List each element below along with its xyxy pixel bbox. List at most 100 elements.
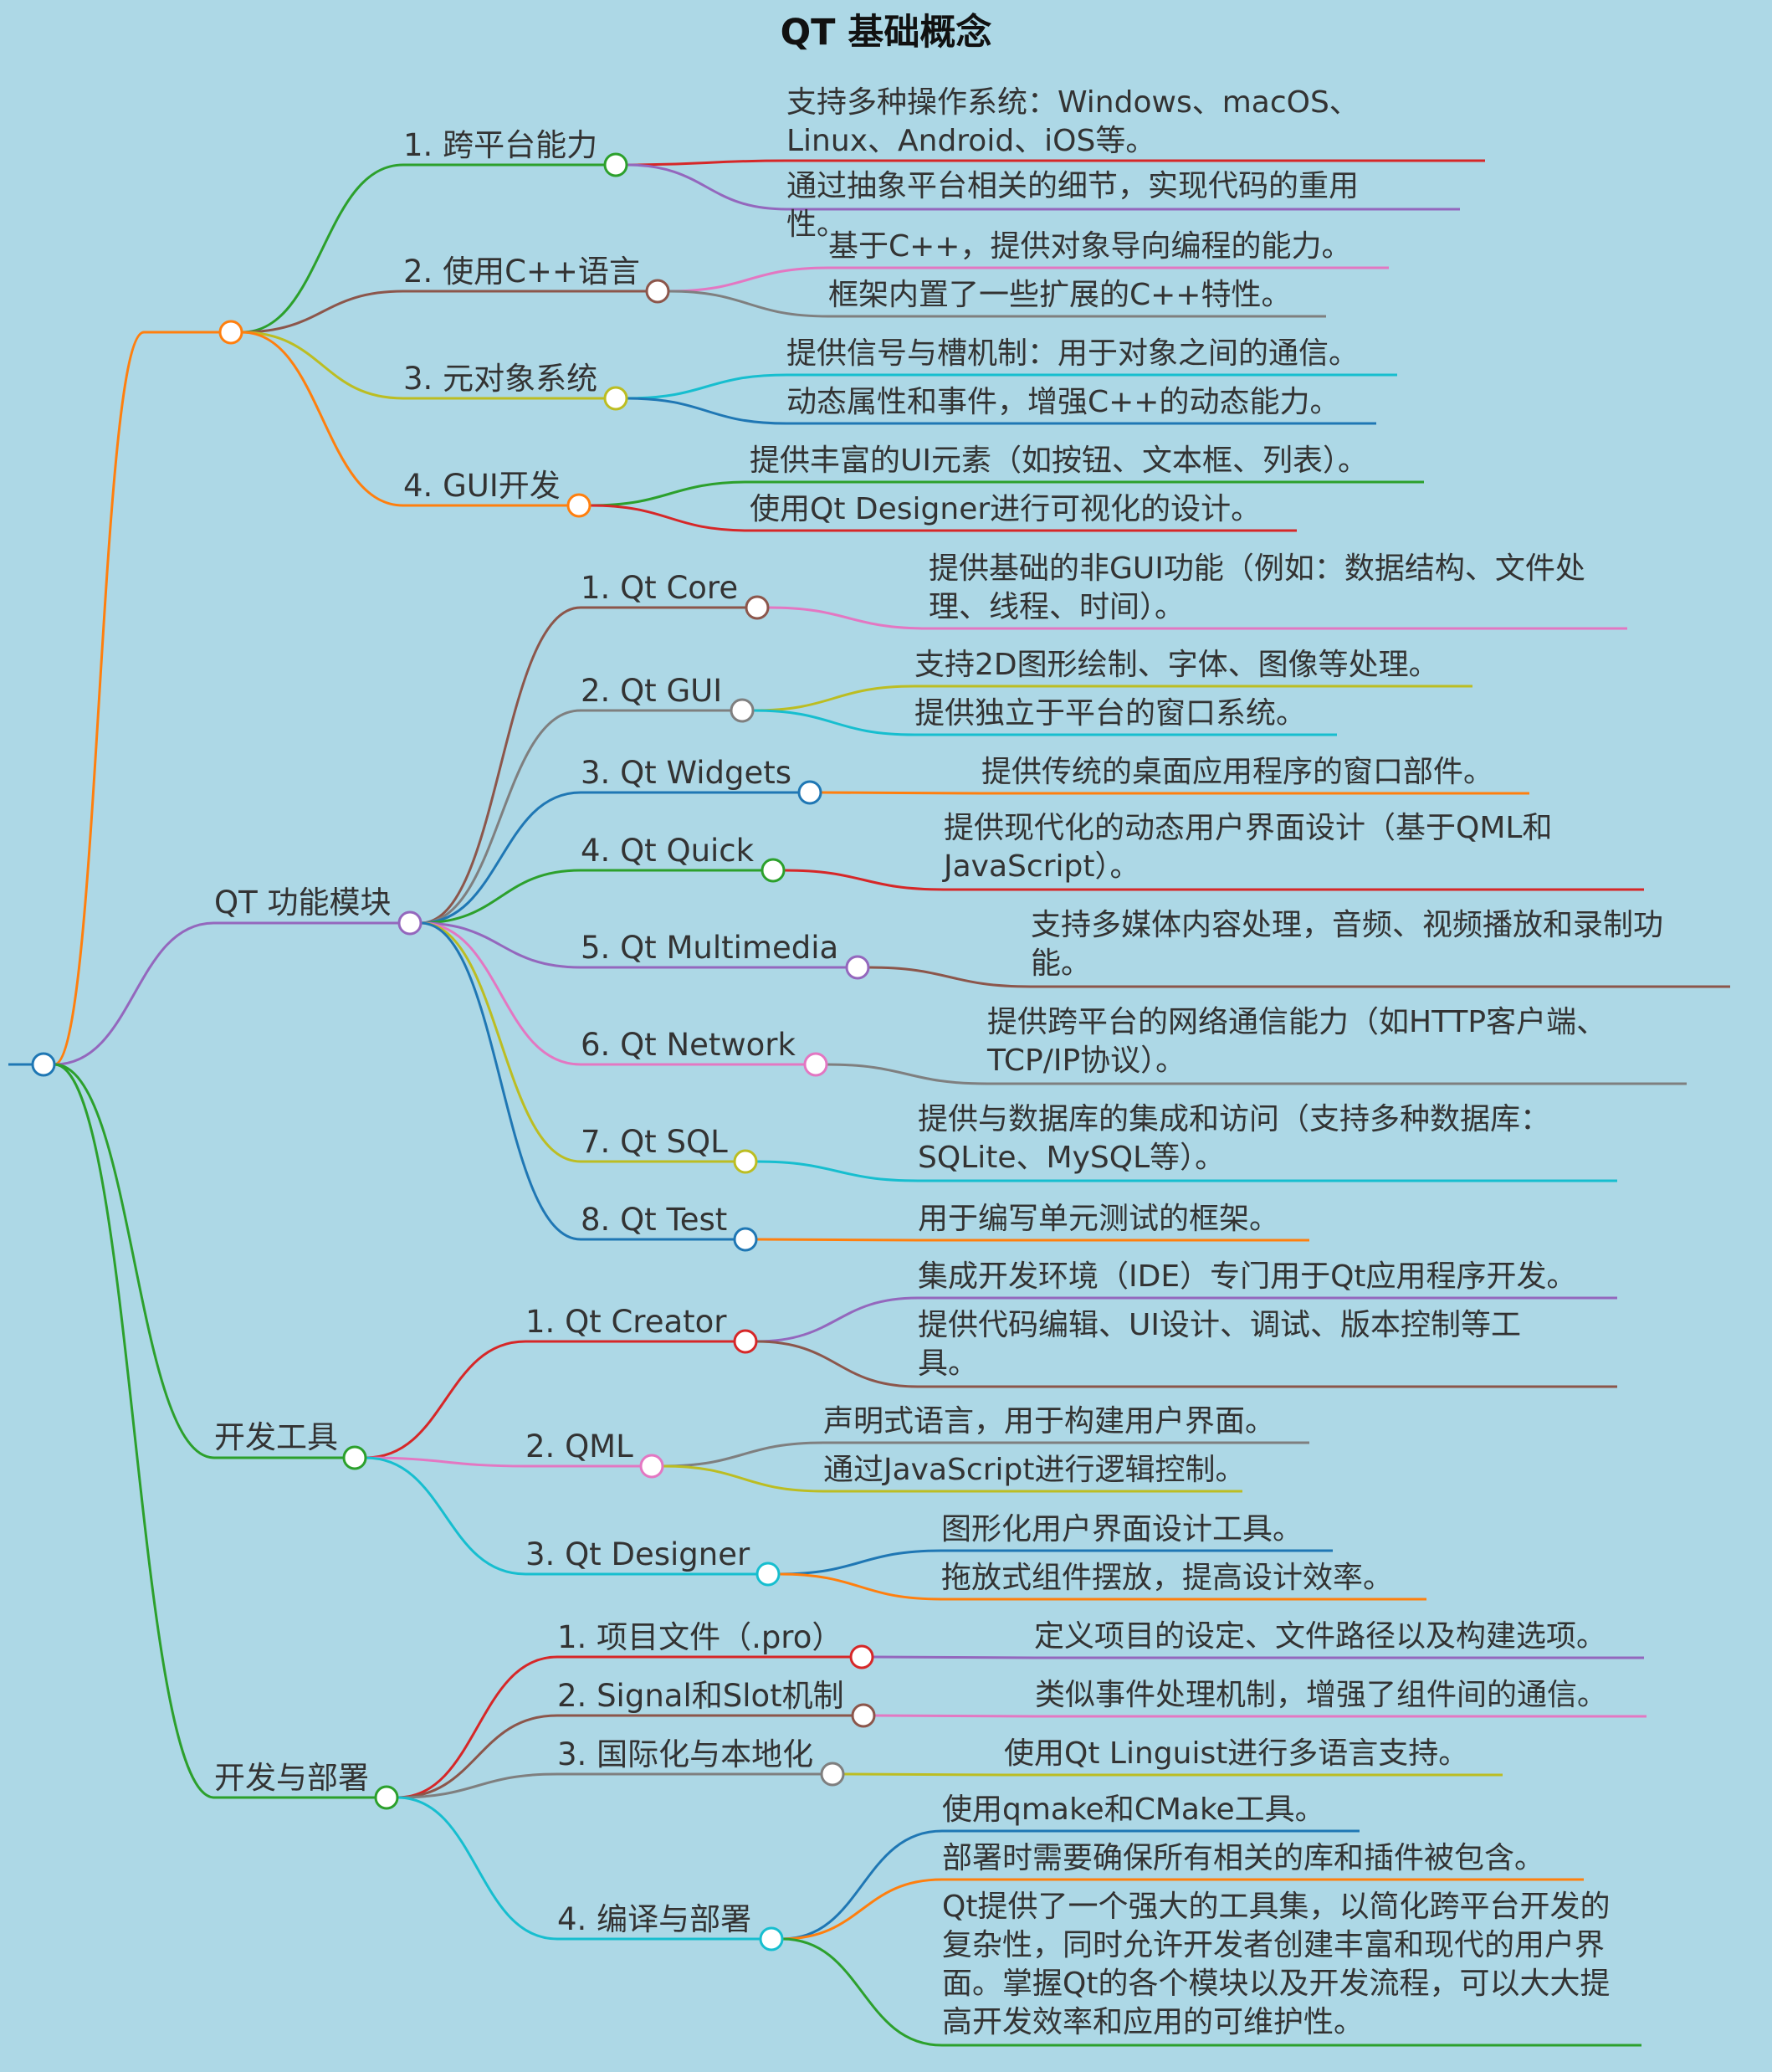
leaf-text: 通过JavaScript进行逻辑控制。 [823, 1453, 1246, 1487]
topic-label: 2. Signal和Slot机制 [557, 1678, 844, 1714]
leaf-text: 拖放式组件摆放，提高设计效率。 [941, 1561, 1394, 1595]
topic-link [241, 290, 404, 334]
leaf-link [783, 869, 945, 891]
leaf-text: 支持多媒体内容处理，音频、视频播放和录制功能。 [1031, 908, 1664, 981]
leaf-text: 提供跨平台的网络通信能力（如HTTP客户端、TCP/IP协议）。 [987, 1005, 1607, 1078]
leaf-text: 使用Qt Designer进行可视化的设计。 [750, 492, 1262, 526]
topic-node [803, 1052, 828, 1077]
leaf-link [662, 1464, 824, 1493]
leaf-link [668, 266, 829, 293]
leaf-link [626, 163, 787, 211]
topic-link [365, 1340, 526, 1459]
topic-node [755, 1562, 781, 1587]
topic-label: 8. Qt Test [581, 1202, 728, 1238]
leaf-text: 框架内置了一些扩展的C++特性。 [828, 278, 1292, 312]
topic-node [761, 858, 786, 883]
topic-node [759, 1926, 784, 1951]
topic-label: 5. Qt Multimedia [581, 930, 839, 966]
branch-link [54, 1063, 215, 1459]
topic-link [241, 331, 404, 507]
leaf-text: Qt提供了一个强大的工具集，以简化跨平台开发的复杂性，同时允许开发者创建丰富和现… [942, 1890, 1611, 2039]
topic-label: 1. Qt Creator [525, 1304, 727, 1340]
topic-label: 3. 元对象系统 [403, 361, 598, 397]
leaf-text: 提供与数据库的集成和访问（支持多种数据库：SQLite、MySQL等）。 [918, 1102, 1551, 1175]
topic-link [397, 1772, 558, 1799]
topic-label: 6. Qt Network [581, 1027, 796, 1063]
topic-label: 7. Qt SQL [581, 1124, 728, 1160]
topic-link [420, 921, 581, 1163]
topic-label: 3. 国际化与本地化 [557, 1736, 814, 1772]
topic-node [733, 1227, 758, 1252]
topic-link [397, 1714, 558, 1799]
leaf-link [778, 1549, 942, 1576]
leaf-text: 提供丰富的UI元素（如按钮、文本框、列表）。 [750, 444, 1368, 478]
leaf-text: 支持2D图形绘制、字体、图像等处理。 [914, 648, 1439, 682]
topic-label: 4. 编译与部署 [557, 1901, 752, 1937]
topic-label: 1. 跨平台能力 [403, 127, 598, 163]
leaf-text: 使用qmake和CMake工具。 [942, 1792, 1325, 1827]
branch-link [54, 331, 145, 1066]
topic-link [420, 921, 581, 1241]
topic-label: 2. Qt GUI [581, 673, 723, 709]
topic-node [603, 386, 628, 411]
root-node [31, 1052, 56, 1077]
leaf-text: 提供基础的非GUI功能（例如：数据结构、文件处理、线程、时间）。 [929, 551, 1585, 624]
branch-link [54, 921, 215, 1066]
leaf-text: 类似事件处理机制，增强了组件间的通信。 [1035, 1678, 1608, 1712]
branch-label: 开发工具 [214, 1419, 338, 1455]
leaf-link [755, 1238, 919, 1242]
topic-link [420, 791, 581, 925]
topic-node [733, 1329, 758, 1354]
leaf-link [668, 290, 829, 318]
leaf-link [872, 1655, 1035, 1659]
leaf-link [752, 709, 915, 736]
leaf-text: 图形化用户界面设计工具。 [941, 1512, 1303, 1546]
leaf-text: 基于C++，提供对象导向编程的能力。 [828, 229, 1352, 264]
topic-node [851, 1703, 876, 1728]
leaf-link [626, 373, 787, 400]
leaf-link [767, 606, 930, 630]
leaf-text: 提供代码编辑、UI设计、调试、版本控制等工具。 [918, 1308, 1521, 1381]
leaf-link [868, 966, 1032, 988]
leaf-link [752, 685, 915, 712]
topic-node [745, 595, 770, 620]
leaf-link [755, 1160, 919, 1182]
branch-node [218, 320, 243, 345]
topic-node [645, 279, 670, 304]
topic-link [420, 709, 581, 925]
topic-label: 3. Qt Designer [525, 1536, 750, 1572]
topic-label: 3. Qt Widgets [581, 755, 792, 791]
leaf-link [626, 159, 787, 167]
leaf-text: 部署时需要确保所有相关的库和插件被包含。 [942, 1841, 1545, 1875]
topic-label: 1. 项目文件（.pro） [557, 1619, 843, 1655]
leaf-text: 提供传统的桌面应用程序的窗口部件。 [981, 755, 1494, 789]
branch-node [342, 1445, 367, 1470]
leaf-text: 支持多种操作系统：Windows、macOS、Linux、Android、iOS… [786, 85, 1360, 158]
leaf-link [781, 1937, 943, 2047]
leaf-text: 通过抽象平台相关的细节，实现代码的重用性。 [786, 169, 1360, 242]
leaf-link [820, 791, 982, 795]
topic-node [849, 1644, 874, 1669]
topic-node [820, 1762, 845, 1787]
branch-node [374, 1785, 399, 1810]
topic-link [420, 869, 581, 925]
leaf-link [755, 1296, 919, 1343]
topic-node [733, 1149, 758, 1174]
topic-label: 2. QML [525, 1428, 633, 1464]
branch-label: QT 功能模块 [214, 885, 392, 921]
branch-link [54, 1063, 215, 1799]
topic-node [730, 698, 755, 723]
topic-node [797, 780, 822, 805]
leaf-link [755, 1340, 919, 1388]
topic-node [566, 493, 592, 518]
leaf-text: 使用Qt Linguist进行多语言支持。 [1004, 1736, 1469, 1771]
branch-label: 开发与部署 [214, 1760, 369, 1796]
topic-link [397, 1796, 558, 1941]
leaf-link [778, 1572, 942, 1601]
leaf-link [781, 1829, 943, 1941]
topic-label: 2. 使用C++语言 [403, 254, 640, 290]
leaf-text: 提供现代化的动态用户界面设计（基于QML和JavaScript）。 [944, 811, 1553, 884]
topic-label: 4. GUI开发 [403, 468, 561, 504]
branch-node [397, 910, 423, 936]
leaf-link [662, 1441, 824, 1468]
